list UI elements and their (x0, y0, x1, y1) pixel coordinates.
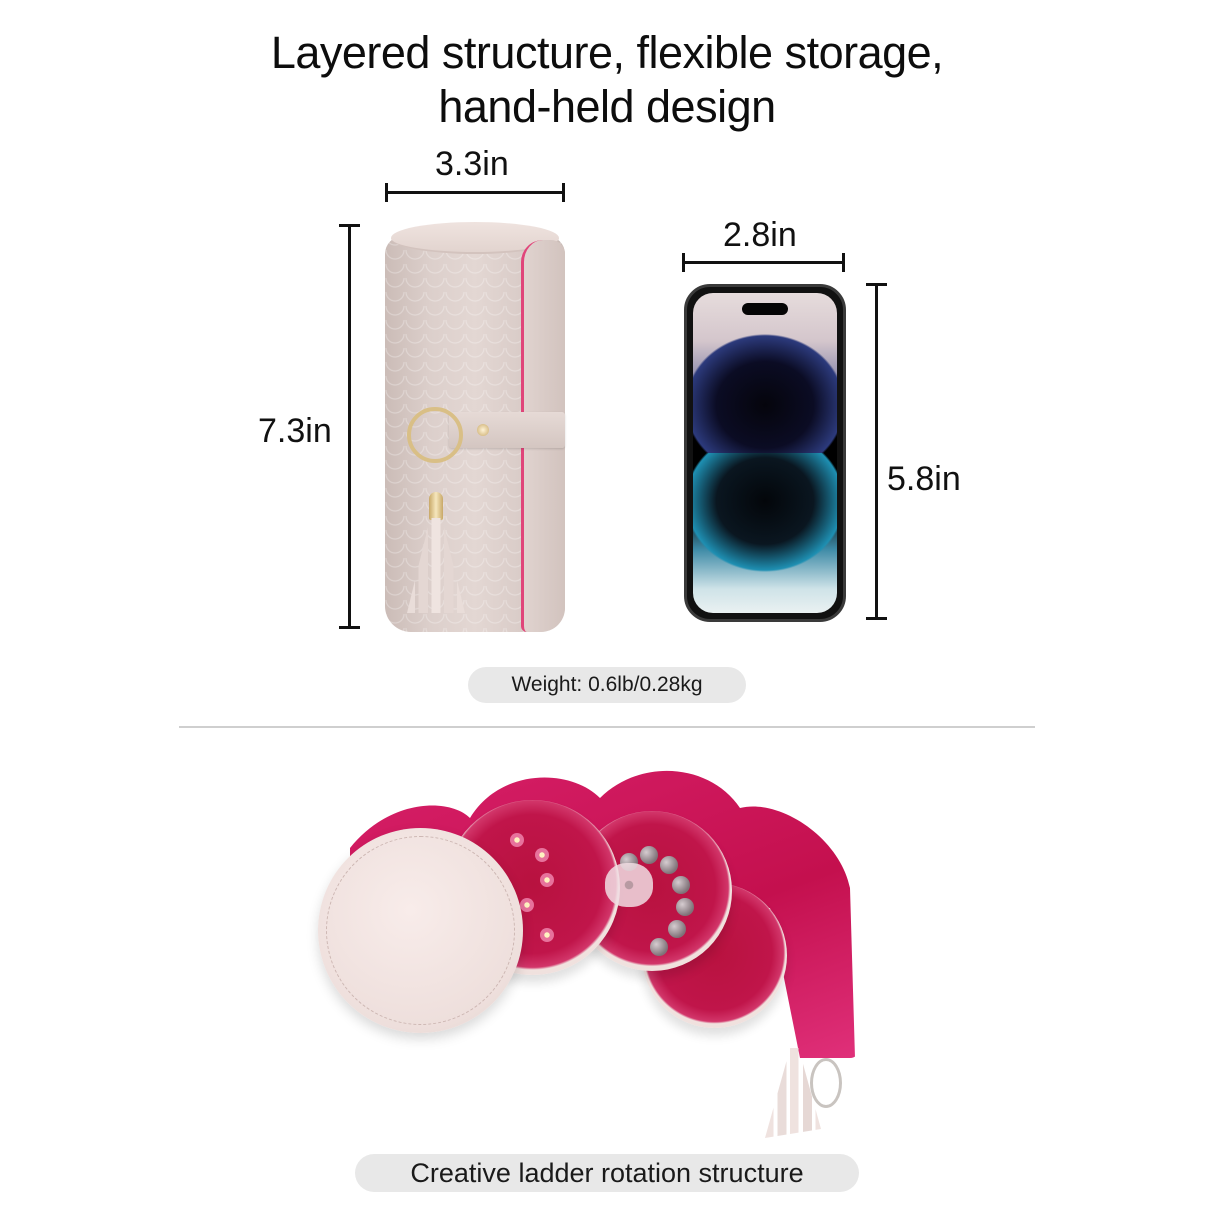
metal-ring-icon (810, 1058, 842, 1108)
title-line-2: hand-held design (438, 81, 776, 132)
phone-height-dimension-line (866, 283, 887, 620)
pearl (640, 846, 658, 864)
snap-button-icon (477, 424, 489, 436)
jewelry-case-open (310, 748, 890, 1148)
phone-screen (693, 293, 837, 613)
earring-gem (520, 898, 534, 912)
earring-gem (535, 848, 549, 862)
earring-gem (540, 928, 554, 942)
pearl (668, 920, 686, 938)
pearl (676, 898, 694, 916)
metal-ring-icon (407, 407, 463, 463)
case-width-label: 3.3in (435, 145, 509, 183)
wallpaper-bottom (693, 453, 837, 613)
case-height-label: 7.3in (258, 412, 332, 450)
flower-brooch (605, 863, 653, 907)
tassel-cap (429, 492, 443, 520)
phone-height-label: 5.8in (887, 460, 961, 498)
page-title: Layered structure, flexible storage, han… (0, 26, 1214, 134)
phone-width-label: 2.8in (723, 216, 797, 254)
dynamic-island (742, 303, 788, 315)
pearl (650, 938, 668, 956)
case-strap (449, 412, 565, 448)
weight-badge: Weight: 0.6lb/0.28kg (468, 667, 746, 703)
case-height-dimension-line (339, 224, 360, 629)
earring-gem (540, 873, 554, 887)
phone-width-dimension-line (682, 253, 845, 272)
phone-comparison-image (684, 284, 846, 622)
jewelry-case-closed (385, 222, 565, 634)
earring-gem (510, 833, 524, 847)
section-divider (179, 726, 1035, 728)
pearl (672, 876, 690, 894)
wallpaper-top (693, 293, 837, 453)
title-line-1: Layered structure, flexible storage, (270, 27, 944, 78)
rotation-caption-badge: Creative ladder rotation structure (355, 1154, 859, 1192)
case-width-dimension-line (385, 183, 565, 202)
pearl (660, 856, 678, 874)
round-lid (318, 828, 523, 1033)
